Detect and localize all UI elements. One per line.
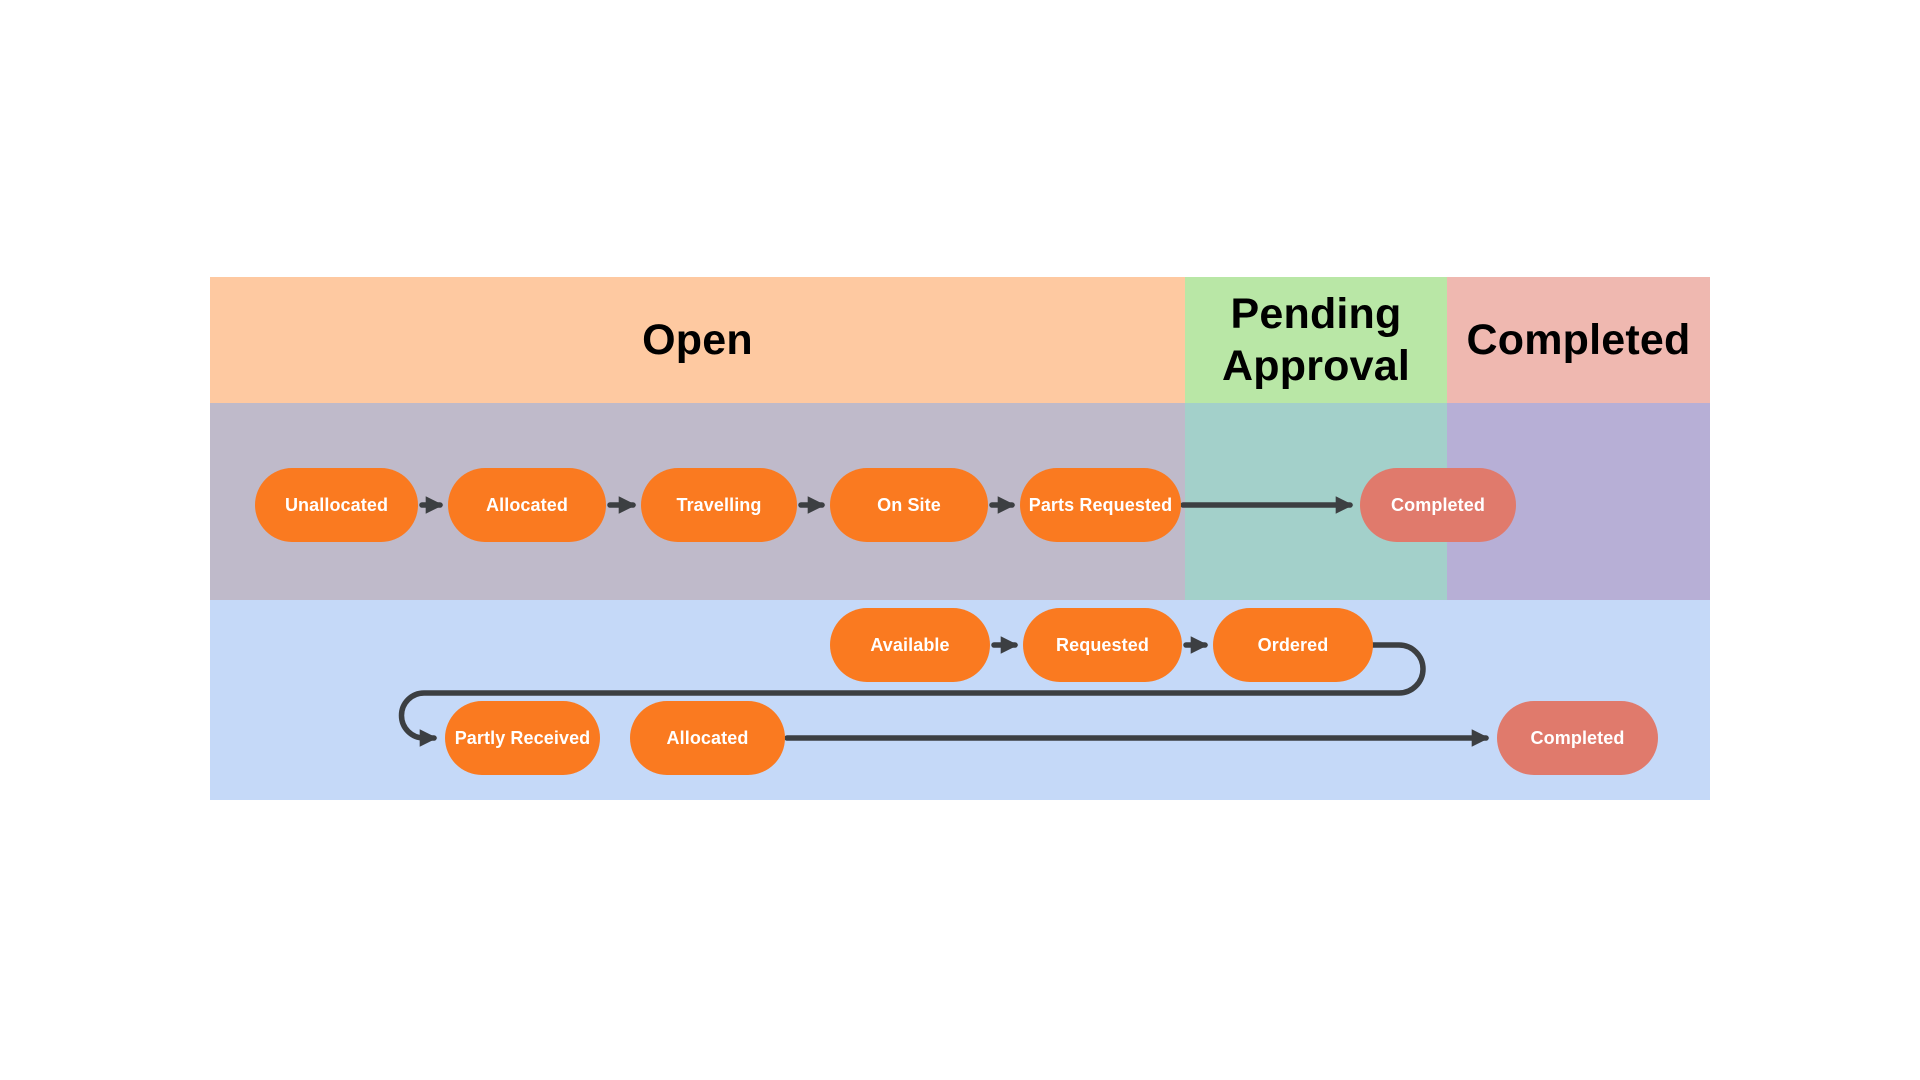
state-pill-travelling: Travelling <box>641 468 797 542</box>
state-pill-allocated: Allocated <box>448 468 606 542</box>
column-header-open: Open <box>210 277 1185 403</box>
state-pill-completed-work-order: Completed <box>1360 468 1516 542</box>
workflow-diagram: Open Pending Approval Completed Unalloca… <box>210 277 1710 800</box>
state-pill-available: Available <box>830 608 990 682</box>
state-pill-parts-requested: Parts Requested <box>1020 468 1181 542</box>
state-pill-ordered: Ordered <box>1213 608 1373 682</box>
column-header-completed-label: Completed <box>1466 315 1691 364</box>
state-pill-allocated-parts: Allocated <box>630 701 785 775</box>
column-header-pending-approval-label: Pending Approval <box>1222 289 1410 390</box>
column-header-open-label: Open <box>642 315 753 364</box>
state-pill-partly-received: Partly Received <box>445 701 600 775</box>
state-pill-requested: Requested <box>1023 608 1182 682</box>
state-pill-unallocated: Unallocated <box>255 468 418 542</box>
state-pill-on-site: On Site <box>830 468 988 542</box>
column-header-completed: Completed <box>1447 277 1710 403</box>
state-pill-completed-parts: Completed <box>1497 701 1658 775</box>
column-header-pending-approval: Pending Approval <box>1185 277 1447 403</box>
